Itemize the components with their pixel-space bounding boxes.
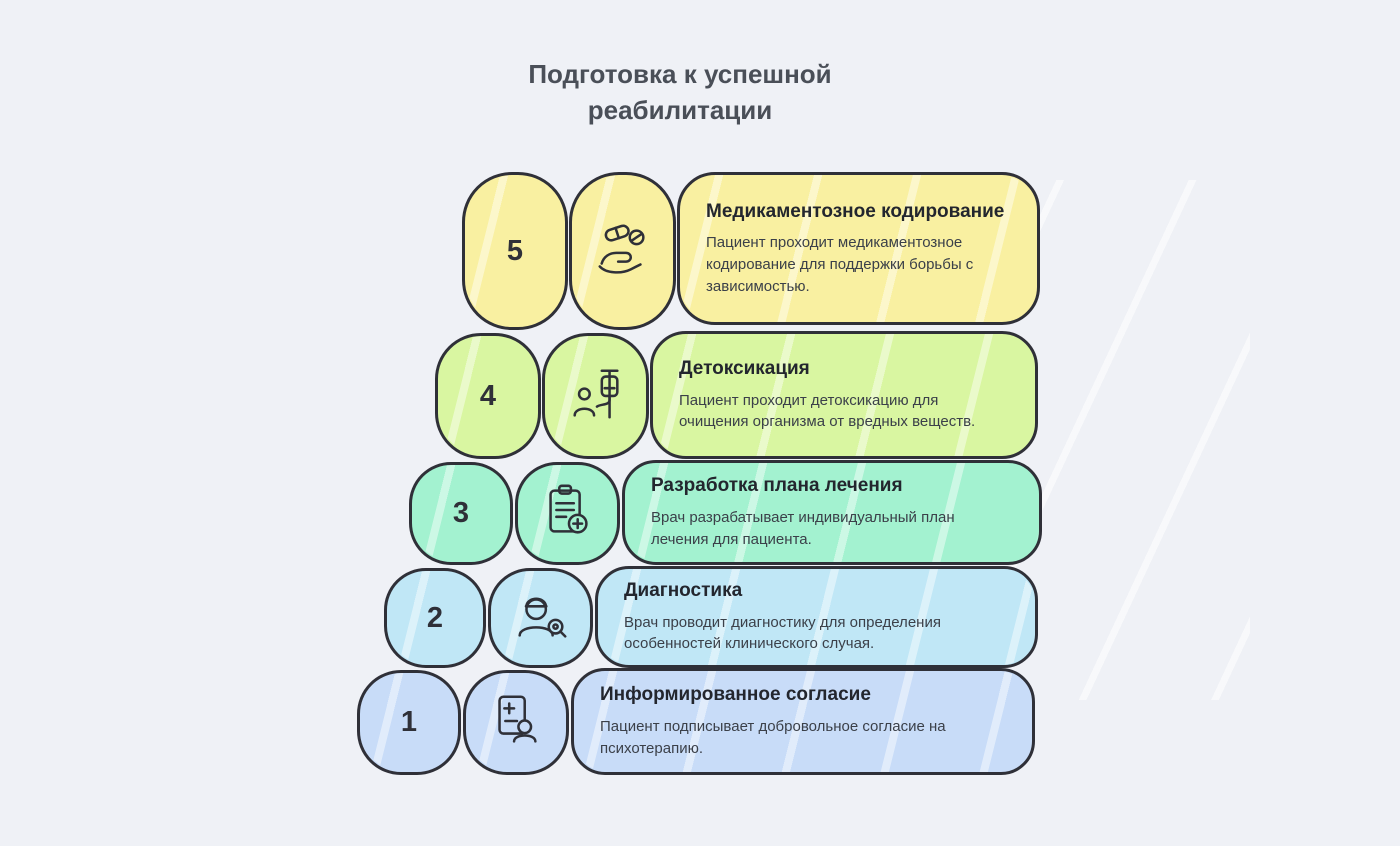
page-title: Подготовка к успешной реабилитации — [528, 59, 832, 126]
step-2-content: Диагностика Врач проводит диагностику дл… — [595, 566, 1038, 668]
step-description: Врач проводит диагностику для определени… — [624, 613, 941, 653]
step-description: Пациент проходит детоксикацию для очищен… — [679, 391, 976, 431]
consent-icon — [485, 689, 547, 756]
step-1-number: 1 — [400, 706, 418, 738]
treatment-plan-icon — [537, 480, 599, 547]
background-texture — [1010, 180, 1250, 700]
step-3-number-tab: 3 — [409, 462, 513, 565]
step-description: Врач разрабатывает индивидуальный план л… — [651, 509, 955, 548]
step-2-number-tab: 2 — [384, 568, 486, 668]
step-1-icon-cell — [463, 670, 569, 775]
step-title: Медикаментозное кодирование — [706, 200, 1005, 222]
step-1-number-tab: 1 — [357, 670, 461, 775]
step-title: Диагностика — [624, 579, 743, 601]
step-4-content: Детоксикация Пациент проходит детоксикац… — [650, 331, 1038, 459]
step-3-number: 3 — [452, 497, 470, 529]
iv-drip-icon — [565, 363, 627, 430]
step-3-content: Разработка плана лечения Врач разрабатыв… — [622, 460, 1042, 565]
step-2-number: 2 — [426, 601, 444, 634]
step-5-number: 5 — [506, 234, 524, 267]
step-4-icon-cell — [542, 333, 649, 459]
step-1-content: Информированное согласие Пациент подписы… — [571, 668, 1035, 775]
step-3-icon-cell — [515, 462, 620, 565]
diagnostics-icon — [510, 585, 572, 652]
step-title: Разработка плана лечения — [651, 475, 903, 497]
step-4-number: 4 — [479, 379, 497, 412]
step-description: Пациент подписывает добровольное согласи… — [600, 718, 946, 757]
step-5-number-tab: 5 — [462, 172, 568, 330]
step-title: Детоксикация — [679, 357, 810, 379]
step-5-icon-cell — [569, 172, 676, 330]
step-5-content: Медикаментозное кодирование Пациент прох… — [677, 172, 1040, 325]
step-2-icon-cell — [488, 568, 593, 668]
pills-hand-icon — [592, 218, 654, 285]
step-description: Пациент проходит медикаментозное кодиров… — [706, 234, 974, 295]
step-4-number-tab: 4 — [435, 333, 541, 459]
step-title: Информированное согласие — [600, 684, 871, 706]
